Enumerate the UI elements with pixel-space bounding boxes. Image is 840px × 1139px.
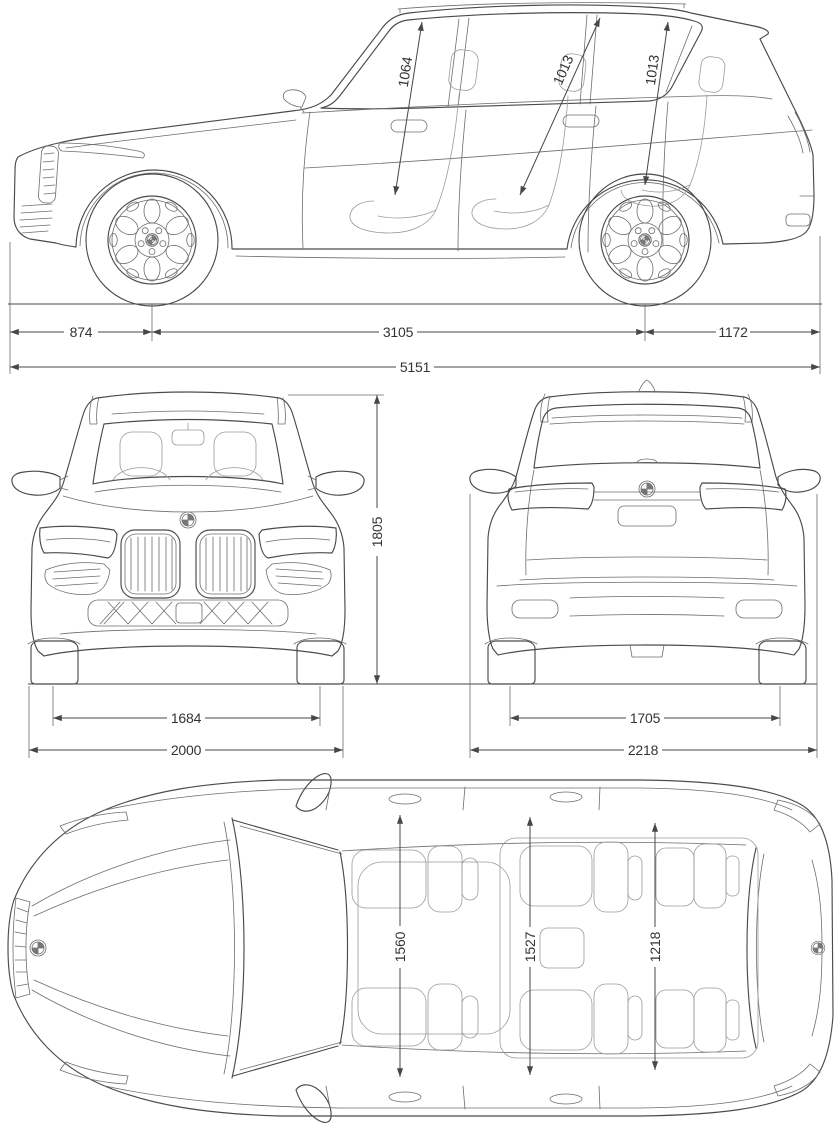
dim-track-rear: 1705: [630, 710, 661, 726]
dim-width: 2000: [171, 742, 202, 758]
dim-wheelbase: 3105: [383, 324, 414, 340]
dim-interior-width-middle: 1527: [522, 931, 538, 962]
bmw-roundel-icon: [638, 480, 656, 498]
interior-seats-top: [351, 837, 759, 1059]
dim-headroom-rear: 1013: [642, 53, 662, 86]
dim-interior-width-front: 1560: [392, 931, 408, 962]
taillights: [507, 482, 787, 511]
right-mirror: [315, 470, 365, 496]
rearview-mirror: [171, 429, 205, 446]
headlights: [39, 525, 337, 559]
bmw-roundel-icon: [810, 940, 826, 956]
interior-headrests-front: [112, 422, 264, 481]
dim-overall-height: 1805: [369, 516, 385, 547]
bmw-roundel-icon: [638, 233, 652, 247]
side-length-dimensions: 874 3105 1172 5151: [8, 236, 822, 375]
kidney-grille: [120, 529, 256, 599]
dim-headroom-front: 1064: [395, 55, 416, 88]
right-mirror: [777, 468, 821, 493]
shark-fin-antenna: [638, 379, 656, 392]
front-grille-top: [12, 897, 31, 999]
top-width-dimensions: 1560 1527 1218: [392, 814, 663, 1078]
left-mirror: [469, 468, 517, 494]
dim-front-overhang: 874: [70, 324, 93, 340]
dim-overall-length: 5151: [400, 359, 431, 375]
left-mirror: [11, 470, 61, 496]
rear-view: [469, 379, 821, 685]
top-view: [7, 773, 834, 1123]
rear-bumper: [496, 581, 798, 658]
sunroof: [357, 861, 511, 1035]
bmw-roundel-icon: [179, 511, 197, 529]
dim-width-incl-mirrors: 2218: [628, 742, 659, 758]
dim-headroom-middle: 1013: [550, 53, 577, 88]
license-plate-recess: [617, 505, 677, 527]
dim-interior-width-rear: 1218: [647, 931, 663, 962]
side-headroom-dimensions: 1064 1013 1013: [393, 17, 670, 196]
dim-rear-overhang: 1172: [718, 324, 748, 340]
right-mirror-top: [295, 1084, 332, 1123]
dim-track-front: 1684: [171, 710, 202, 726]
left-mirror-top: [295, 773, 332, 812]
middle-dimensions: 1805 1684 2000 1705 2218: [28, 394, 818, 758]
front-view: [11, 391, 365, 685]
front-tires: [27, 637, 347, 685]
bmw-roundel-icon: [29, 939, 47, 957]
front-bumper: [44, 562, 332, 635]
bmw-roundel-icon: [145, 233, 159, 247]
side-view: [13, 2, 815, 307]
